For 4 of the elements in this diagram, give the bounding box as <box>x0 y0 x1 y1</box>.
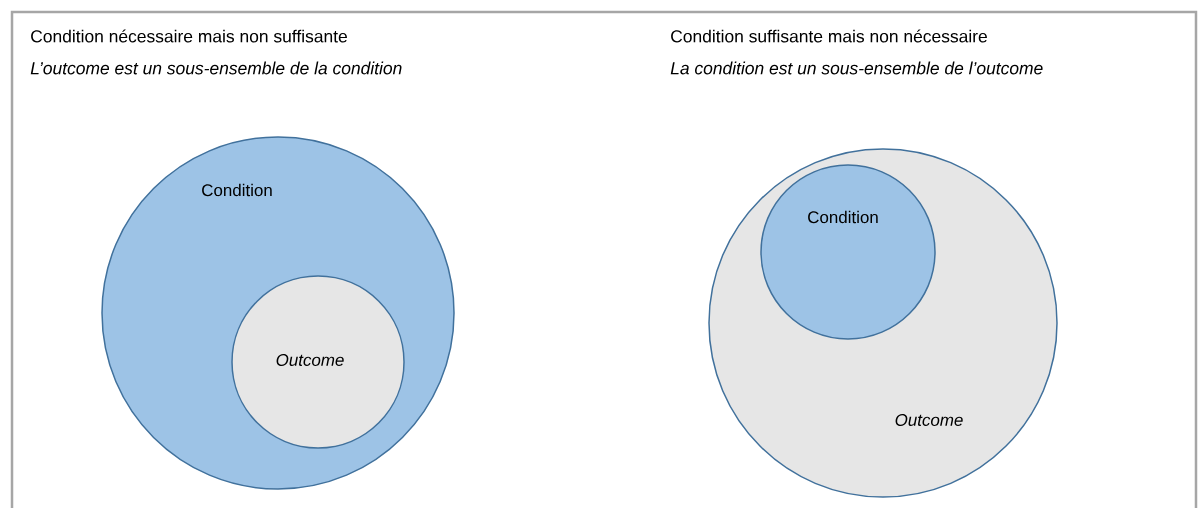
heading-text: L’outcome est un sous-ensemble de la condition <box>30 61 402 75</box>
heading-text: Condition suffisante mais non nécessaire <box>671 29 987 43</box>
heading-text: La condition est un sous-ensemble de l’outcome <box>670 61 1043 75</box>
heading-text: Condition nécessaire mais non suffisante <box>31 29 347 43</box>
